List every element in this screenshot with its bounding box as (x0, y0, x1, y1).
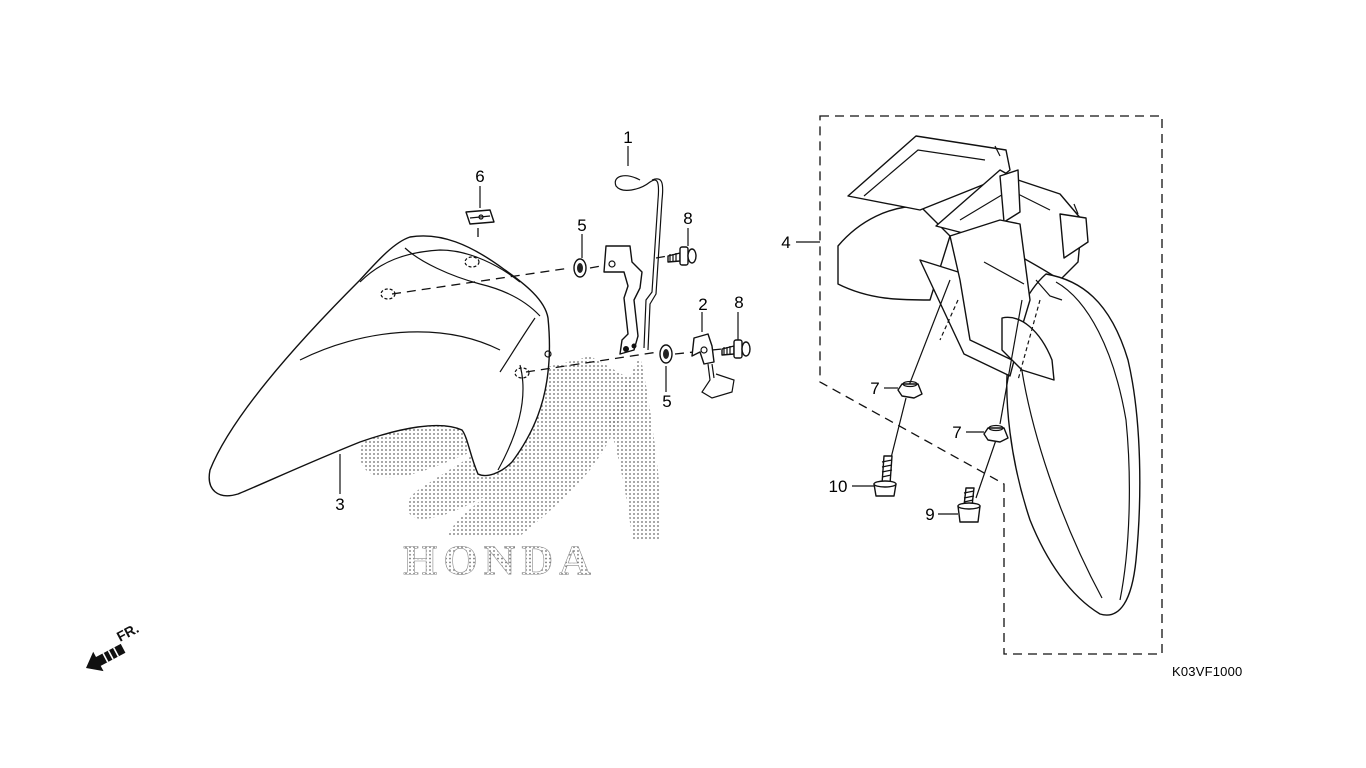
front-direction-arrow-icon (86, 643, 126, 672)
inner-fender-part-4 (837, 135, 1141, 616)
callout-5-lower: 5 (662, 392, 671, 411)
assembly-line-lower (525, 351, 659, 373)
clip-nut-part-6 (465, 209, 495, 225)
front-direction-label: FR. (114, 620, 141, 645)
callout-8-lower: 8 (734, 293, 743, 312)
callout-6: 6 (475, 167, 484, 186)
bolt-part-10 (873, 455, 897, 497)
callout-10: 10 (829, 477, 848, 496)
callout-4: 4 (781, 233, 790, 252)
hose-guide-part-1 (603, 175, 664, 355)
bolt-part-8-upper (667, 246, 697, 266)
collar-part-7-left (897, 380, 923, 399)
callout-9: 9 (925, 505, 934, 524)
assembly-line-lower-bolt (711, 348, 723, 351)
callout-7-left: 7 (870, 379, 879, 398)
callout-5-upper: 5 (577, 216, 586, 235)
clamp-part-2 (691, 333, 735, 399)
callout-2: 2 (698, 295, 707, 314)
callout-1: 1 (623, 128, 632, 147)
grommet-part-5-upper (573, 258, 587, 278)
assembly-bracket-part-4 (819, 115, 1163, 655)
bolt-part-9 (957, 487, 981, 523)
front-fender-part-3 (208, 235, 552, 497)
callout-3: 3 (335, 495, 344, 514)
callout-8-upper: 8 (683, 209, 692, 228)
assembly-line-lower-right (674, 351, 695, 355)
honda-wordmark: HONDA (403, 539, 597, 585)
diagram-code: K03VF1000 (1172, 664, 1243, 679)
bolt-part-8-lower (721, 339, 751, 359)
collar-part-7-right (983, 424, 1009, 443)
callout-7-right: 7 (952, 423, 961, 442)
grommet-part-5-lower (659, 344, 673, 364)
